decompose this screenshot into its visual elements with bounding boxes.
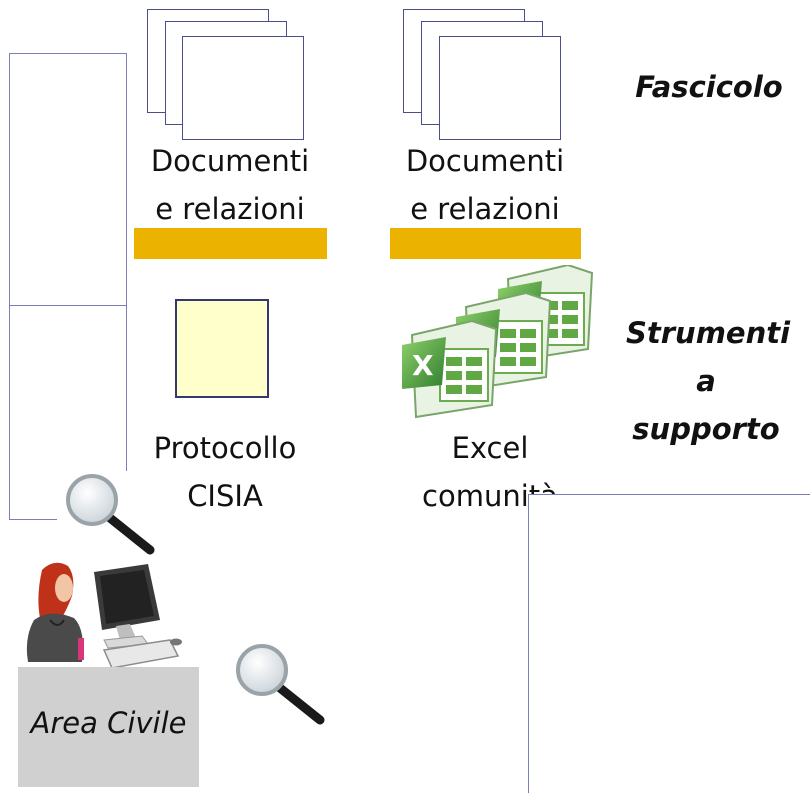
area-box xyxy=(18,667,199,787)
overlay-panel xyxy=(528,494,810,793)
excel-icon: X X X xyxy=(402,265,594,419)
protocollo-box xyxy=(175,299,269,398)
document-caption-2-line1: Documenti xyxy=(405,144,565,178)
document-bar-2 xyxy=(390,228,581,259)
magnifier-icon xyxy=(236,644,325,725)
strumenti-label-line3: supporto xyxy=(632,412,780,446)
strumenti-label-line1: Strumenti xyxy=(626,316,791,350)
protocollo-caption-line2: CISIA xyxy=(187,479,263,513)
svg-text:X: X xyxy=(412,349,434,382)
excel-caption-line1: Excel xyxy=(451,431,529,465)
document-caption-1-line2: e relazioni xyxy=(155,192,305,226)
person-at-computer-icon xyxy=(26,562,188,676)
document-bar-1 xyxy=(134,228,327,259)
magnifier-icon xyxy=(66,474,155,555)
strumenti-label-line2: a xyxy=(696,364,716,398)
document-caption-1-line1: Documenti xyxy=(150,144,310,178)
area-label: Area Civile xyxy=(30,706,187,740)
fascicolo-label: Fascicolo xyxy=(635,70,783,104)
protocollo-caption-line1: Protocollo xyxy=(153,431,297,465)
document-caption-2-line2: e relazioni xyxy=(410,192,560,226)
